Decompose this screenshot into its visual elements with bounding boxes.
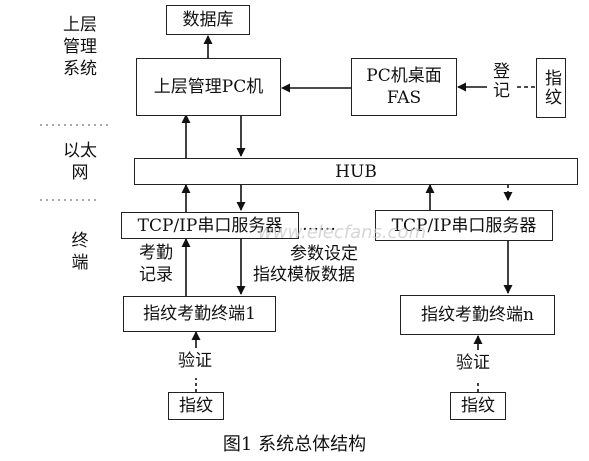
node-upper-pc: 上层管理PC机: [136, 58, 281, 116]
edge-label-register: 登记: [489, 62, 509, 100]
node-terminal-n: 指纹考勤终端n: [400, 295, 555, 335]
node-fingerprint-n: 指纹: [450, 392, 506, 420]
edge-label-template-data: 指纹模板数据: [253, 265, 355, 285]
layer-label-ethernet: 以太 网: [63, 141, 97, 183]
node-terminal-1: 指纹考勤终端1: [123, 296, 276, 332]
node-serial-server-n: TCP/IP串口服务器: [375, 210, 553, 241]
layer-label-upper: 上层 管理 系统: [63, 15, 97, 79]
edge-label-attendance-record: 考勤记录: [139, 243, 173, 285]
node-fingerprint-1: 指纹: [168, 392, 224, 420]
edge-label-verify-n: 验证: [456, 353, 490, 373]
node-fingerprint-top: 指纹: [536, 58, 566, 118]
figure-caption: 图1 系统总体结构: [222, 434, 367, 455]
node-serial-server-1: TCP/IP串口服务器: [121, 212, 299, 239]
edge-label-param-setting: 参数设定: [290, 244, 358, 264]
node-hub: HUB: [134, 158, 578, 185]
node-database: 数据库: [166, 5, 250, 35]
edge-label-ellipsis: ……: [302, 215, 336, 235]
node-pc-desktop-fas: PC机桌面FAS: [351, 58, 457, 116]
layer-label-terminal: 终 端: [71, 231, 89, 273]
watermark: www.elecfans.com: [258, 222, 427, 243]
edge-label-verify-1: 验证: [178, 351, 212, 371]
